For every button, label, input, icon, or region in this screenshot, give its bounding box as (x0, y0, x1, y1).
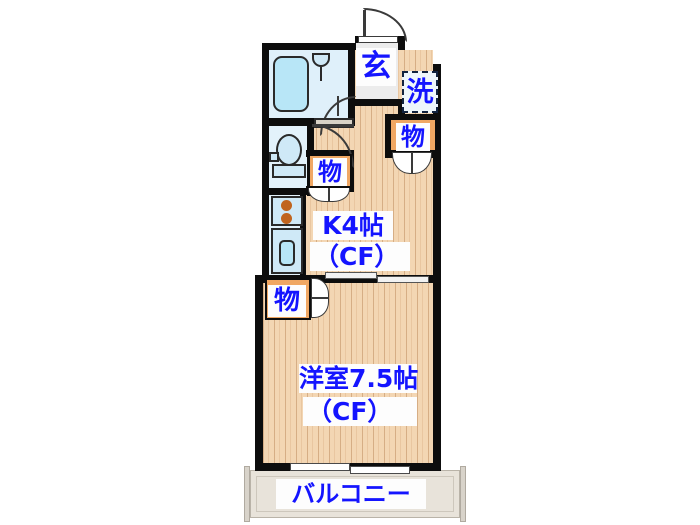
wall-top-bath (262, 43, 362, 50)
burner-front-icon (281, 200, 292, 211)
bathtub-icon (273, 56, 309, 112)
balcony-left-post (244, 466, 250, 522)
label-washer: 洗 (404, 76, 436, 109)
wall-toilet-bottom (262, 188, 314, 195)
entrance-door-threshold (358, 36, 398, 43)
wall-entrance-bottom (349, 99, 405, 106)
wall-right-lower (433, 100, 441, 471)
wall-bath-bottom (262, 118, 314, 126)
label-balcony: バルコニー (276, 479, 426, 509)
label-entrance: 玄 (356, 48, 396, 86)
label-closet-mid: 物 (313, 158, 347, 186)
room-sliding-door-right[interactable] (377, 276, 429, 283)
label-room-floor-type: （CF） (303, 397, 417, 426)
balcony-right-post (460, 466, 466, 522)
label-western-room: 洋室7.5帖 (299, 364, 419, 393)
burner-back-icon (281, 213, 292, 224)
toilet-bowl-icon (276, 134, 302, 166)
wall-closet-ne-left (385, 114, 392, 158)
wall-closet-ne-top (385, 114, 433, 121)
wall-left-step (255, 275, 269, 283)
toilet-door-leaf (312, 124, 354, 127)
wall-left-lower (255, 275, 263, 471)
balcony-inner-edge (256, 476, 454, 512)
wall-kitchen-counter-right (300, 194, 306, 275)
kitchen-sink-basin-icon (279, 240, 295, 266)
label-kitchen-floor-type: （CF） (310, 242, 410, 271)
balcony-window-left[interactable] (290, 463, 350, 471)
wall-left-upper (262, 43, 269, 275)
bath-hand-basin-icon (312, 53, 330, 67)
washstand-counter (314, 118, 354, 128)
wall-bath-right (348, 50, 355, 126)
label-closet-ne: 物 (396, 123, 430, 151)
label-closet-sw: 物 (268, 285, 306, 317)
balcony-window-right[interactable] (350, 466, 410, 474)
toilet-paper-holder-icon (269, 152, 279, 162)
label-kitchen: K4帖 (313, 211, 393, 240)
bath-basin-stem (320, 67, 322, 81)
wall-kitchen-room-divider (263, 275, 433, 283)
toilet-tank-icon (272, 164, 306, 178)
room-sliding-door-left[interactable] (325, 272, 377, 279)
wall-washer-left (398, 99, 405, 121)
